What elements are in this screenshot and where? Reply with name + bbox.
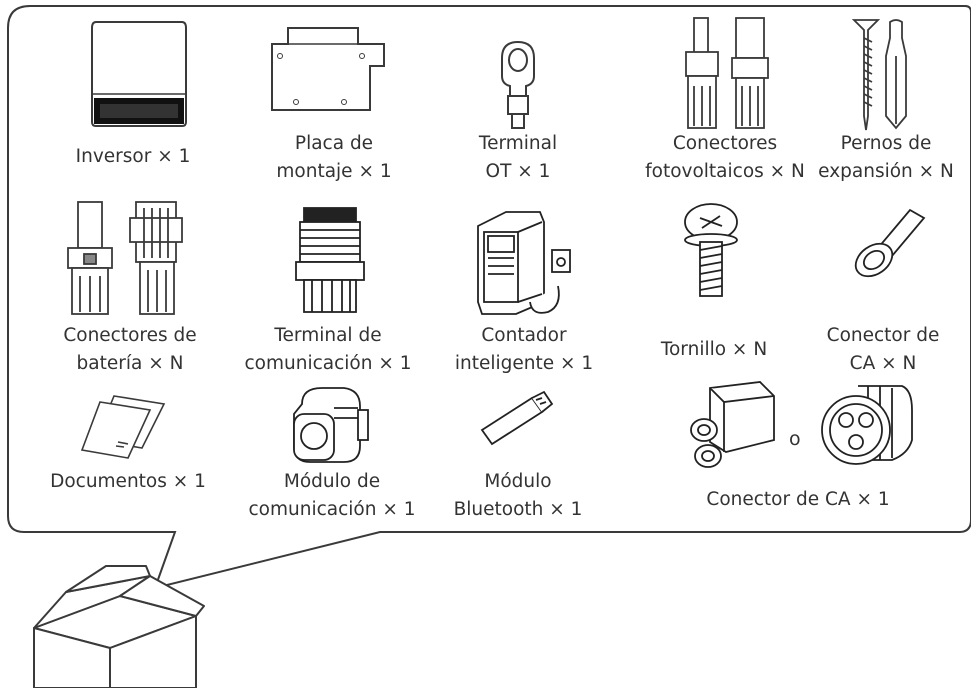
expansion-bolts-icon [851,19,907,131]
ac-connector-round-icon [821,385,913,465]
documents-icon [80,395,166,459]
label-inverter: Inversor × 1 [75,146,191,167]
mounting-plate-icon [271,27,385,111]
label-screw: Tornillo × N [660,339,768,360]
inverter-icon [91,21,187,127]
box-icon [33,565,205,688]
bluetooth-module-icon [480,390,554,446]
comm-terminal-icon [295,207,365,313]
pv-connectors-icon [685,17,769,129]
ot-terminal-icon [501,40,535,129]
screw-icon [684,203,738,297]
ac-connector-plug-icon [690,381,775,468]
ac-connector-small-icon [854,208,926,278]
smart-meter-icon [477,211,571,315]
label-documents: Documentos × 1 [50,471,206,492]
label-ac-connector: Conector de CA × 1 [706,489,890,510]
comm-module-icon [293,387,369,463]
battery-connectors-icon [67,201,183,315]
or-separator: o [789,428,801,450]
